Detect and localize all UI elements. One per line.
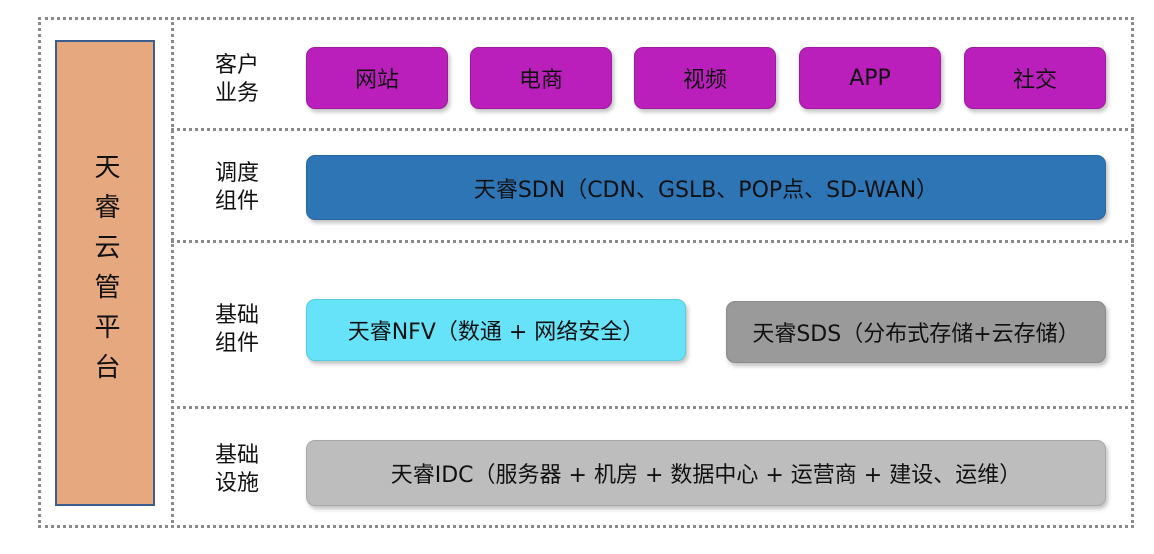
row-label-infrastructure: 基础 设施 [214, 443, 259, 496]
row-label-business: 客户 业务 [214, 53, 259, 106]
business-box-video: 视频 [634, 47, 776, 109]
business-box-social: 社交 [964, 47, 1106, 109]
platform-title: 天睿云管平台 [90, 153, 120, 393]
row-divider-2 [171, 240, 1134, 243]
row-divider-3 [171, 406, 1134, 409]
idc-box: 天睿IDC（服务器 + 机房 + 数据中心 + 运营商 + 建设、运维） [306, 440, 1106, 506]
business-box-app: APP [799, 47, 941, 109]
business-box-website: 网站 [306, 47, 448, 109]
row-divider-1 [171, 128, 1134, 131]
diagram-frame [38, 17, 1134, 528]
business-box-ecommerce: 电商 [470, 47, 612, 109]
row-label-scheduling: 调度 组件 [214, 161, 259, 214]
nfv-box: 天睿NFV（数通 + 网络安全） [306, 299, 686, 361]
row-label-base-components: 基础 组件 [214, 303, 259, 356]
column-divider [171, 17, 174, 528]
sds-box: 天睿SDS（分布式存储+云存储） [726, 301, 1106, 363]
platform-box: 天睿云管平台 [55, 40, 155, 506]
sdn-box: 天睿SDN（CDN、GSLB、POP点、SD-WAN） [306, 155, 1106, 220]
